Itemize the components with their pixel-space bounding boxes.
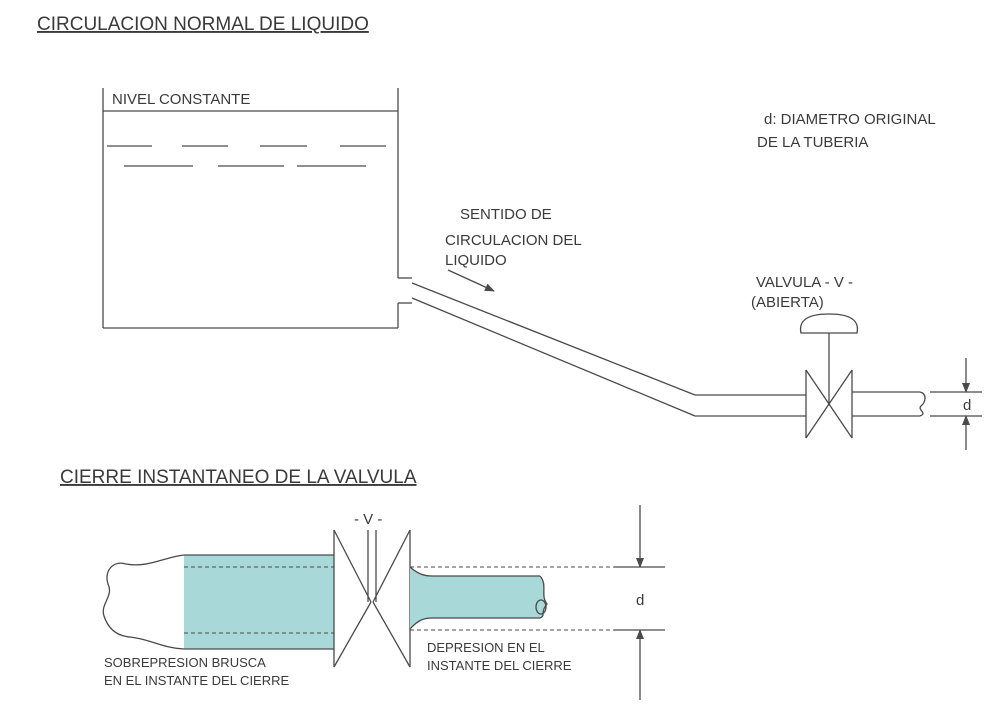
flow-direction-arrow [447, 269, 495, 292]
bottom-section-title: CIERRE INSTANTANEO DE LA VALVULA [60, 467, 417, 488]
overpressure-label-line2: EN EL INSTANTE DEL CIERRE [104, 673, 289, 688]
diameter-note-line1: d: DIAMETRO ORIGINAL [764, 111, 936, 128]
bottom-valve-label: - V - [354, 511, 382, 528]
water-ripples [107, 145, 386, 167]
bottom-d-symbol: d [636, 592, 644, 609]
left-fluid-fill [184, 555, 334, 649]
right-pipe-depression [409, 566, 665, 631]
flow-label-line2: CIRCULACION DEL [445, 232, 582, 249]
bottom-d-dimension [614, 505, 665, 700]
valve-actuator [799, 313, 859, 334]
flow-label-line1: SENTIDO DE [460, 206, 552, 223]
valve-label-line2: (ABIERTA) [751, 294, 824, 311]
depression-label-line2: INSTANTE DEL CIERRE [427, 658, 572, 673]
depression-label-line1: DEPRESION EN EL [427, 640, 545, 655]
valve-label-line1: VALVULA - V - [756, 274, 853, 291]
valve-closed [333, 529, 411, 668]
top-d-symbol: d [963, 397, 971, 414]
left-pipe-overpressure [102, 554, 334, 650]
diameter-note-line2: DE LA TUBERIA [757, 134, 868, 151]
valve-open [799, 313, 859, 439]
tank-label: NIVEL CONSTANTE [112, 91, 250, 108]
overpressure-label-line1: SOBREPRESION BRUSCA [104, 655, 266, 670]
pipe [398, 277, 926, 417]
tank [102, 88, 399, 329]
top-d-dimension [930, 358, 982, 450]
top-section-title: CIRCULACION NORMAL DE LIQUIDO [37, 14, 369, 35]
flow-label-line3: LIQUIDO [445, 252, 507, 269]
right-fluid-fill [410, 567, 547, 629]
